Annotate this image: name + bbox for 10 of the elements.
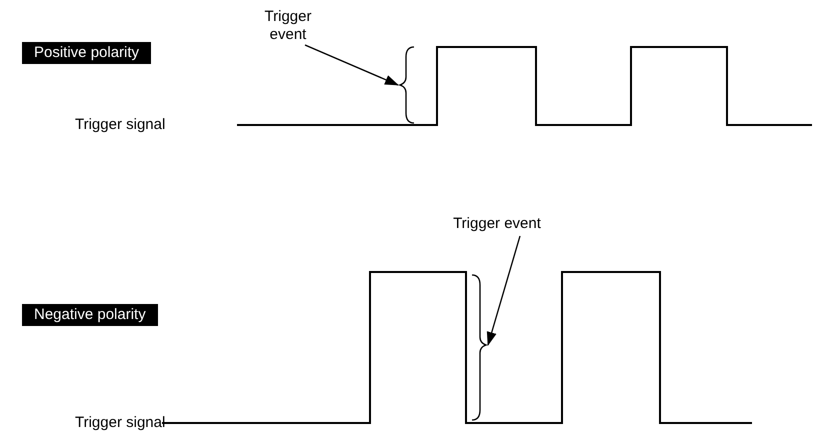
polarity-label: Negative polarity xyxy=(22,304,158,326)
signal-label: Trigger signal xyxy=(75,116,166,134)
curly-brace xyxy=(472,274,487,421)
callout-text: Trigger event xyxy=(437,215,557,233)
polarity-label: Positive polarity xyxy=(22,42,152,64)
callout-text: Trigger event xyxy=(258,8,318,44)
leader-line xyxy=(486,236,521,346)
leader-line xyxy=(304,44,399,86)
signal-label: Trigger signal xyxy=(75,414,166,432)
curly-brace xyxy=(399,46,414,124)
